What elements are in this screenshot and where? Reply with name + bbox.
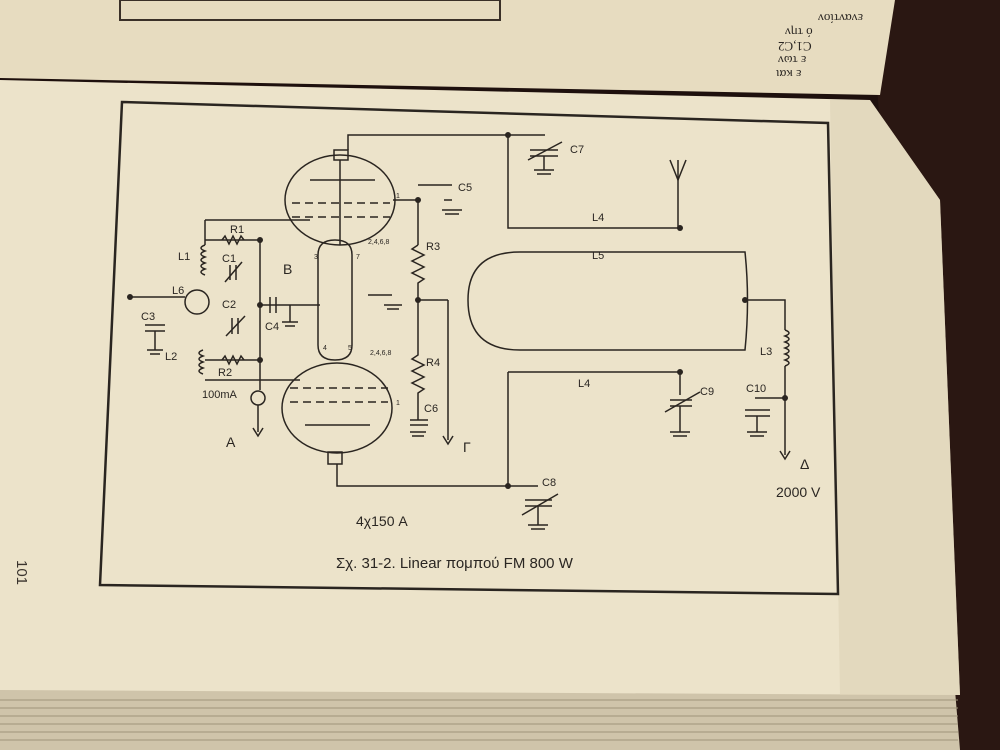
label-L3: L3 — [760, 346, 773, 358]
figure-frame — [98, 100, 840, 596]
label-C10: C10 — [746, 383, 767, 395]
loop-L5 — [467, 251, 749, 351]
label-R2: R2 — [218, 367, 233, 379]
label-C9: C9 — [700, 386, 715, 398]
voltage-label: 2000 V — [776, 484, 821, 500]
pins-2468-bottom: 2,4,6,8 — [370, 350, 392, 357]
terminal-A: A — [226, 434, 236, 450]
label-current: 100mA — [202, 389, 237, 401]
junction-dots — [127, 132, 788, 489]
label-L4-bottom: L4 — [578, 378, 591, 390]
pin-7: 7 — [356, 254, 360, 261]
label-R1: R1 — [230, 224, 245, 236]
page-number: 101 — [13, 560, 30, 586]
figure-caption: Σχ. 31-2. Linear πομπού FM 800 W — [336, 555, 573, 572]
facing-text-1: εναντίον — [818, 11, 864, 26]
label-C3: C3 — [141, 311, 156, 323]
pin-4: 4 — [323, 345, 327, 352]
label-R3: R3 — [426, 241, 441, 253]
label-L5: L5 — [592, 250, 605, 262]
pin-1-bottom: 1 — [396, 400, 400, 407]
schematic — [130, 134, 791, 530]
label-L4-top: L4 — [592, 212, 605, 224]
label-C7: C7 — [570, 144, 585, 156]
terminal-G: Γ — [463, 439, 471, 455]
book-page — [0, 80, 960, 695]
label-L1: L1 — [178, 251, 191, 263]
facing-text-5: ε και — [776, 67, 802, 82]
terminal-D: Δ — [800, 456, 810, 472]
facing-page — [0, 0, 895, 95]
label-L6: L6 — [172, 285, 185, 297]
label-C5: C5 — [458, 182, 473, 194]
tube-type-label: 4χ150 A — [356, 513, 408, 529]
label-L2: L2 — [165, 351, 178, 363]
label-C1: C1 — [222, 253, 237, 265]
terminal-B: B — [283, 261, 293, 277]
tube-bottom — [281, 362, 393, 454]
pins-2468-top: 2,4,6,8 — [368, 239, 390, 246]
label-C8: C8 — [542, 477, 557, 489]
pin-1: 1 — [396, 193, 400, 200]
label-C6: C6 — [424, 403, 439, 415]
label-C4: C4 — [265, 321, 280, 333]
label-C2: C2 — [222, 299, 237, 311]
label-R4: R4 — [426, 357, 441, 369]
pin-5: 5 — [348, 345, 352, 352]
pin-3: 3 — [314, 254, 318, 261]
